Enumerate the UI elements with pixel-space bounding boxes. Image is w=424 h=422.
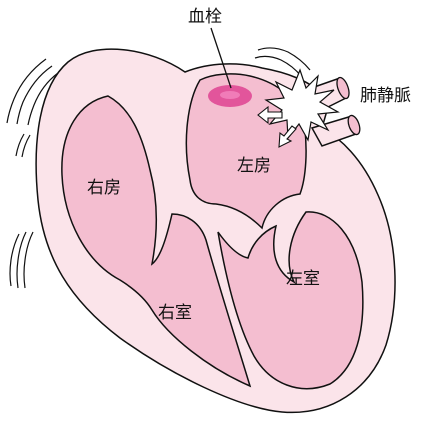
right-atrium-label: 右房 bbox=[87, 178, 121, 198]
left-ventricle-label: 左室 bbox=[286, 269, 320, 289]
left-atrium-label: 左房 bbox=[237, 156, 271, 176]
pulmonary-vein-label: 肺静脈 bbox=[360, 86, 411, 106]
right-ventricle-label: 右室 bbox=[158, 303, 192, 323]
thrombus-label: 血栓 bbox=[188, 7, 222, 27]
thrombus-highlight bbox=[220, 91, 240, 99]
